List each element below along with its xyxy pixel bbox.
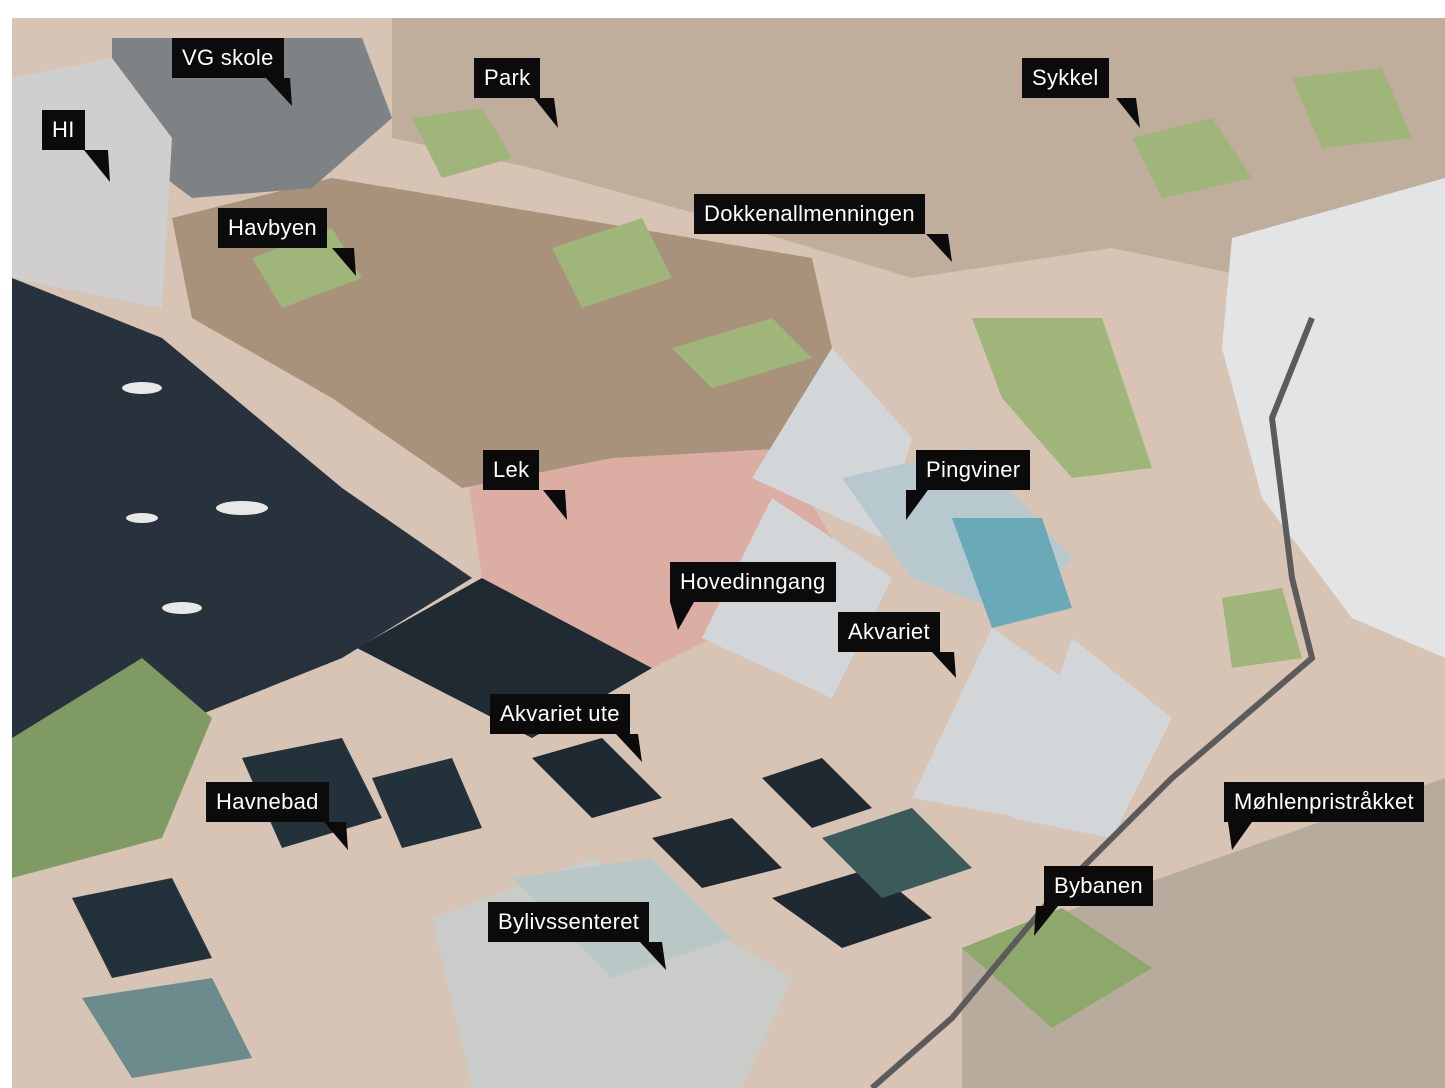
pointer-vg-skole [266,78,292,106]
label-hovedinngang: Hovedinngang [670,562,836,602]
north-residential-district [392,18,1445,318]
label-dokkenallmenningen: Dokkenallmenningen [694,194,925,234]
label-vg-skole: VG skole [172,38,284,78]
pointer-lek [543,490,567,520]
round-bathing-pool [82,978,252,1078]
pointer-bylivssenteret [640,942,666,970]
label-hi: HI [42,110,85,150]
southeast-residential [962,778,1445,1088]
pointer-akvariet [932,652,956,678]
green-roofs [252,68,1412,668]
pointer-sykkel [1116,98,1140,128]
label-bylivssenteret: Bylivssenteret [488,902,650,942]
pointer-park [534,98,558,128]
pointer-havnebad [324,822,348,850]
pointer-hovedinngang [670,602,694,630]
bybanen-rail-line [870,316,1316,1088]
label-mohlenpristrakket: Møhlenpristråkket [1224,782,1424,822]
label-havnebad: Havnebad [206,782,329,822]
pointer-dokkenallmenningen [926,234,952,262]
label-havbyen: Havbyen [218,208,327,248]
southwest-parkland [12,658,212,878]
pointer-havbyen [332,248,356,276]
pointer-bybanen [1034,906,1058,936]
boats [122,382,268,614]
aerial-city-illustration [12,18,1445,1088]
spiral-pool [822,808,972,898]
label-akvariet-ute: Akvariet ute [490,694,630,734]
pointer-akvariet-ute [616,734,642,762]
label-bybanen: Bybanen [1044,866,1153,906]
vg-skole-building [112,38,392,198]
label-akvariet: Akvariet [838,612,940,652]
pointer-hi [84,150,110,182]
label-park: Park [474,58,541,98]
label-lek: Lek [483,450,540,490]
glass-greenhouse [952,518,1072,628]
pointer-mohlenpristrakket [1228,822,1252,850]
pointer-pingviner [906,490,928,520]
east-white-buildings [1222,178,1445,658]
label-sykkel: Sykkel [1022,58,1109,98]
label-pingviner: Pingviner [916,450,1031,490]
bybanen-green-roof [962,908,1152,1028]
